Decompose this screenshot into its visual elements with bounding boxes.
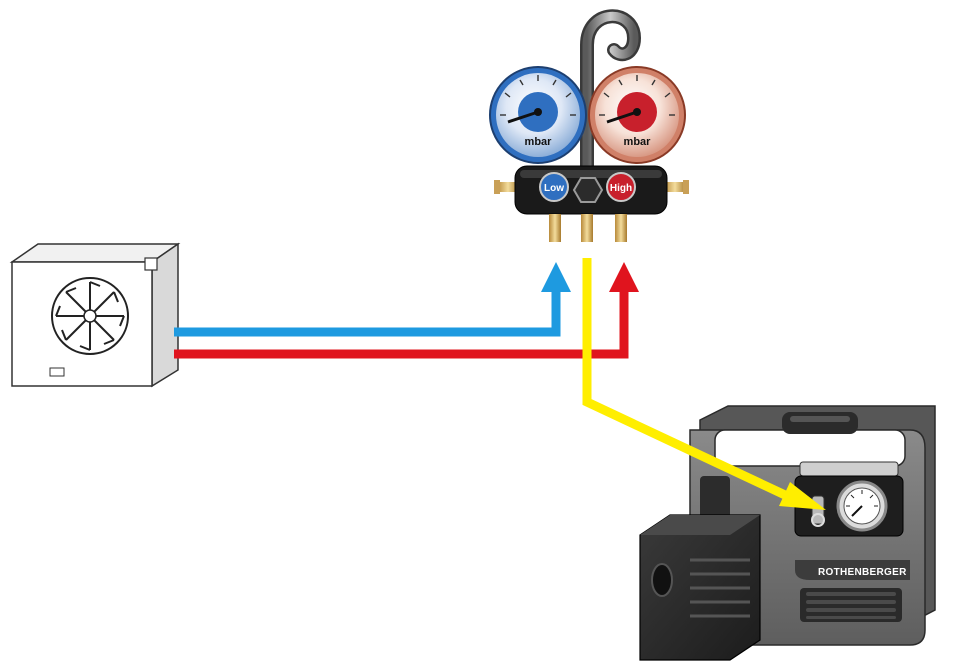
high-pressure-line — [174, 290, 629, 359]
low-valve-knob: Low — [539, 172, 569, 202]
low-pressure-gauge: mbar — [489, 66, 587, 164]
arrow-up-icon — [541, 262, 571, 292]
high-port-label: High — [610, 183, 632, 194]
arrow-up-icon — [609, 262, 639, 292]
low-pressure-line — [174, 290, 561, 337]
high-gauge-unit: mbar — [624, 136, 652, 148]
arrow-right-down-icon — [779, 482, 826, 510]
high-pressure-gauge: mbar — [588, 66, 686, 164]
pump-brand: ROTHENBERGER — [818, 567, 907, 578]
vacuum-line — [582, 258, 802, 507]
low-gauge-unit: mbar — [525, 136, 553, 148]
low-port-label: Low — [544, 183, 564, 194]
outdoor-unit-icon — [9, 242, 181, 388]
vacuum-pump-icon: ROTHENBERGER — [639, 405, 936, 661]
high-valve-knob: High — [606, 172, 636, 202]
